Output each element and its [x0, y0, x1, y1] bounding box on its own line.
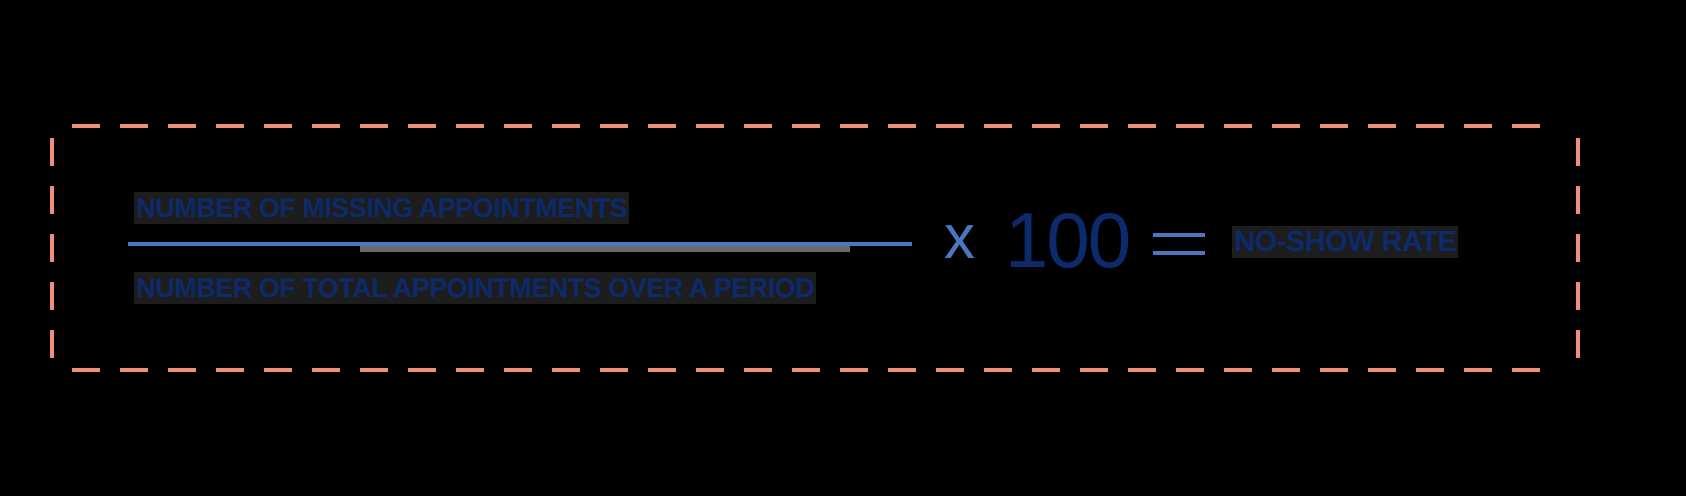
multiply-symbol: x [944, 203, 975, 272]
dashed-border-bottom [72, 368, 1558, 372]
fraction-line [128, 242, 912, 246]
equals-symbol [1153, 233, 1205, 257]
formula-denominator: NUMBER OF TOTAL APPOINTMENTS OVER A PERI… [134, 272, 817, 304]
fraction-line-shadow [360, 246, 850, 252]
multiplier-value: 100 [1005, 196, 1131, 284]
dashed-border-right [1576, 138, 1580, 358]
dashed-border-left [50, 138, 54, 358]
formula-numerator: NUMBER OF MISSING APPOINTMENTS [134, 192, 630, 224]
equals-bar-top [1153, 233, 1205, 237]
dashed-border-top [72, 124, 1558, 128]
equals-bar-bottom [1153, 251, 1205, 255]
formula-frame [50, 124, 1580, 372]
formula-result: NO-SHOW RATE [1232, 226, 1459, 258]
